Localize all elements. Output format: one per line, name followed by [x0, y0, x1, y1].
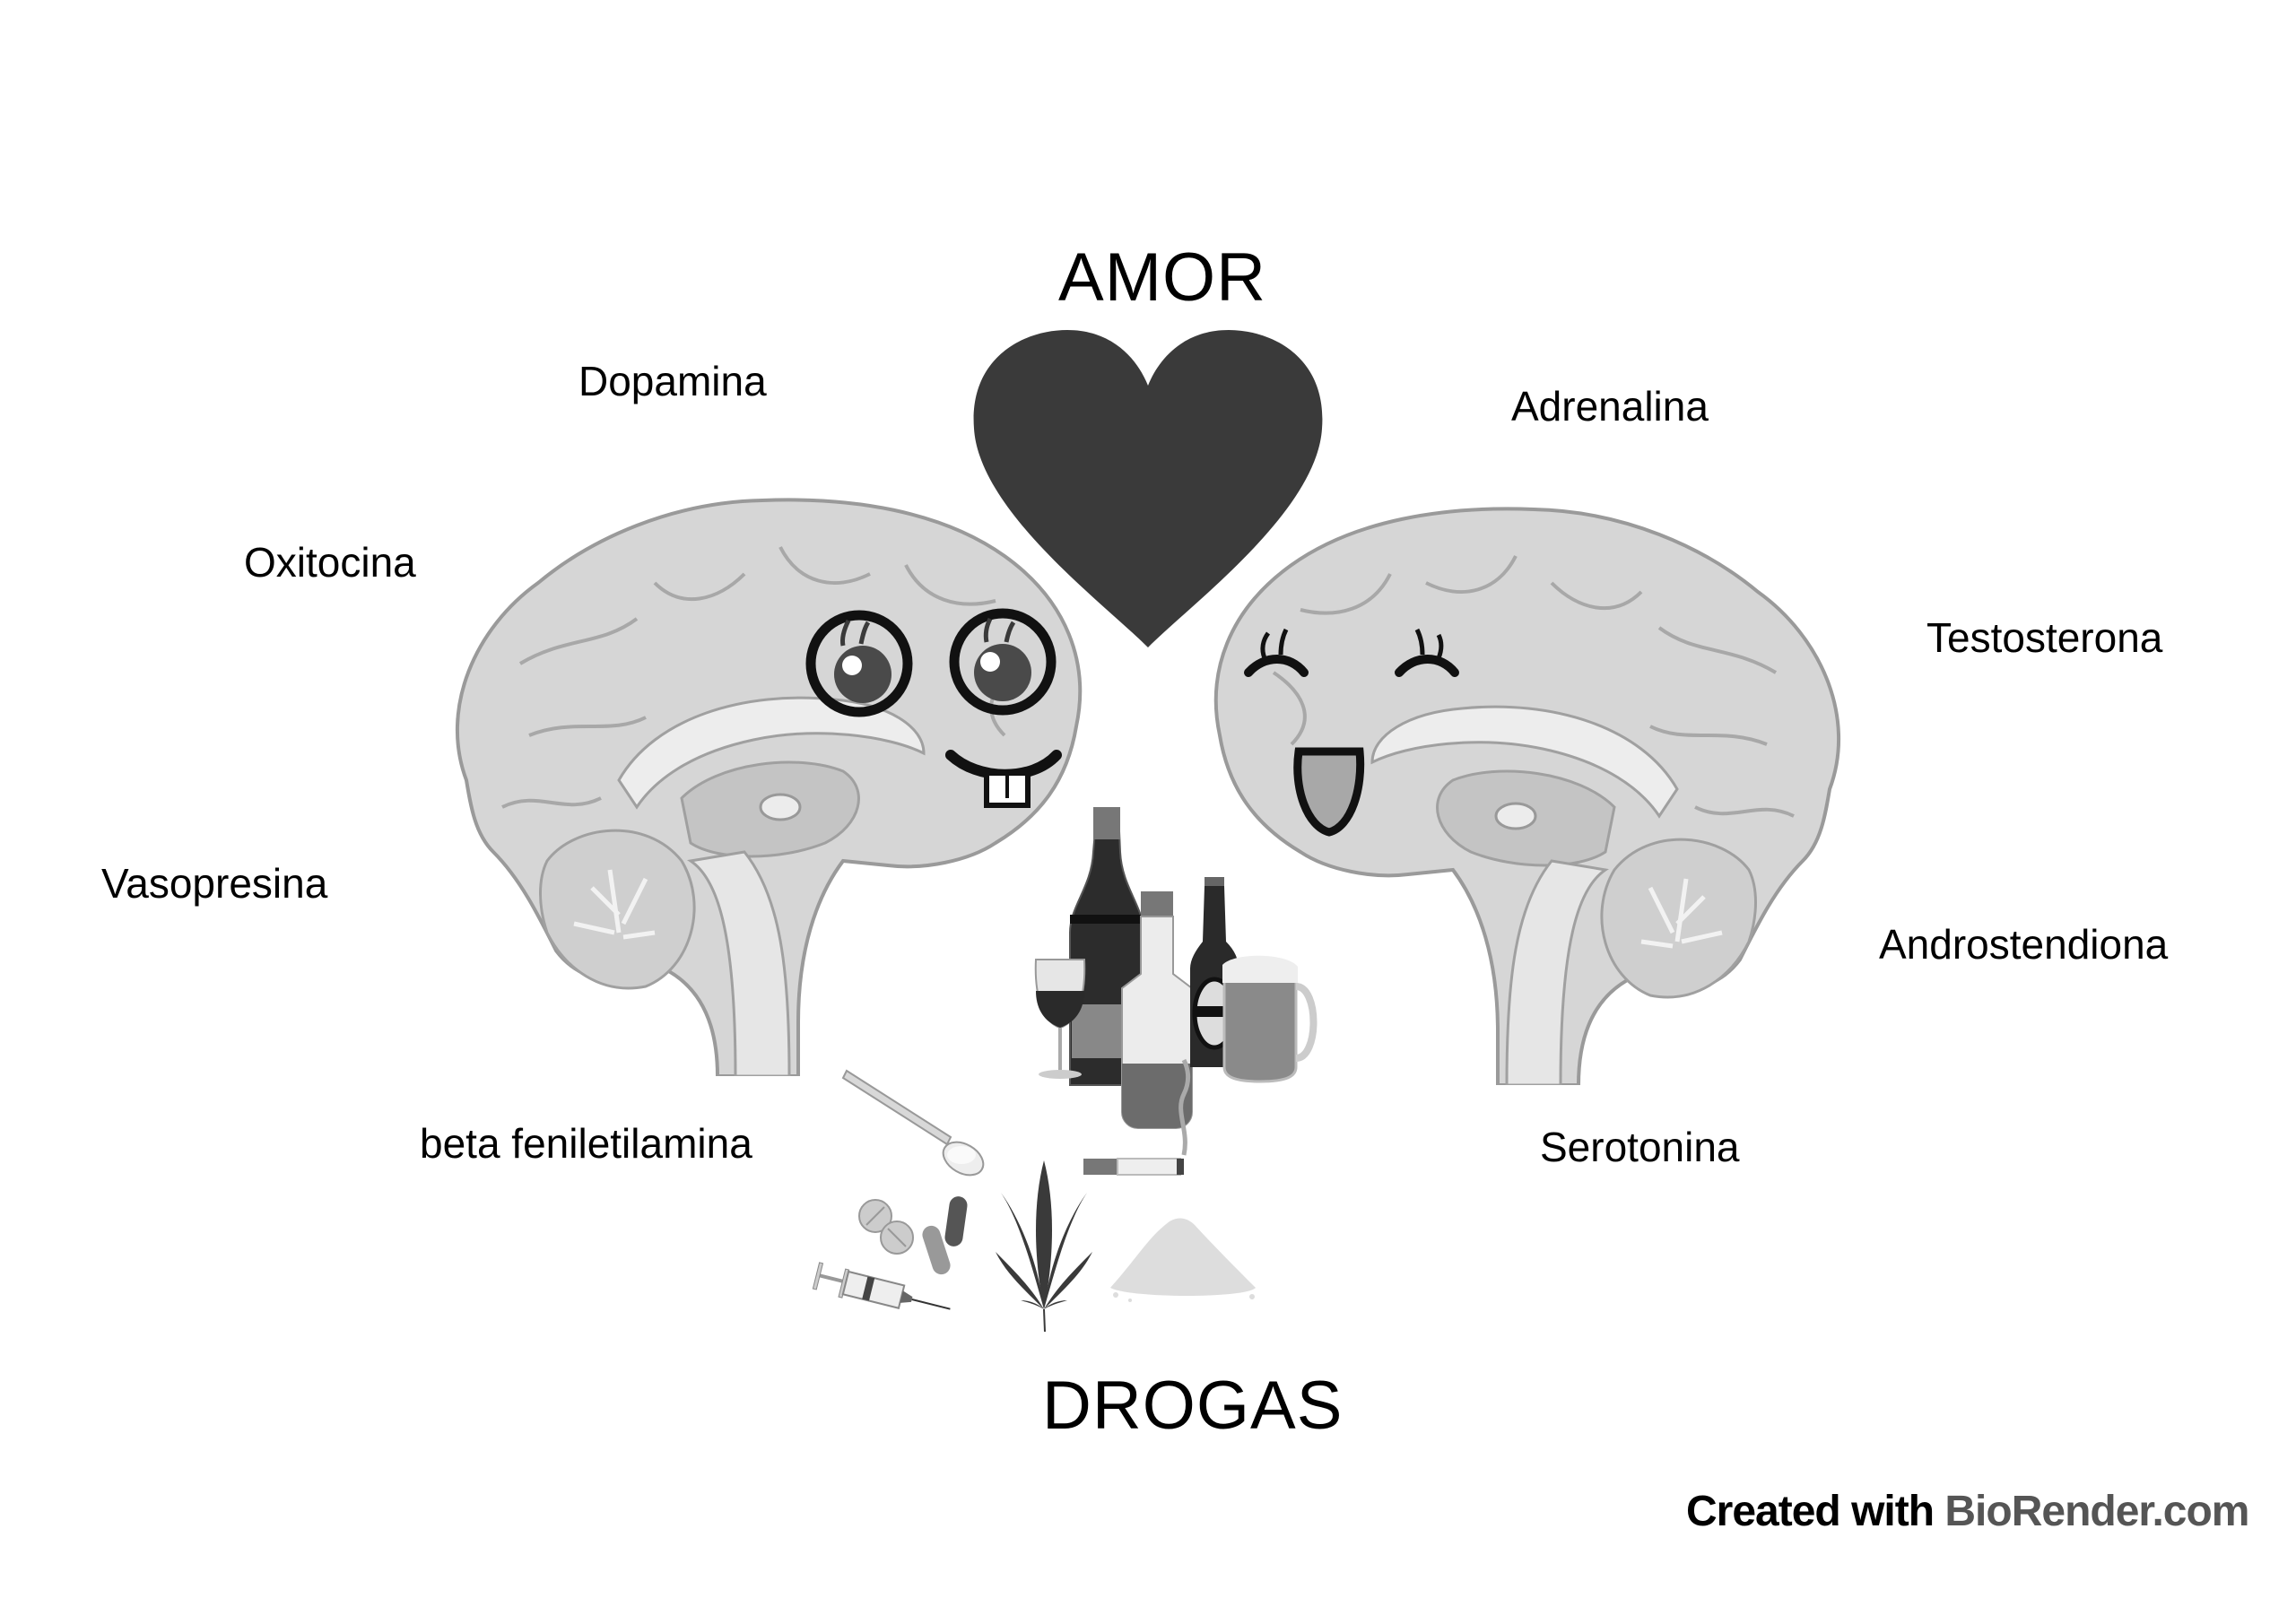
biorender-credit: Created with BioRender.com — [1686, 1488, 2249, 1535]
label-androstendiona: Androstendiona — [1879, 921, 2169, 968]
wine-glass — [1034, 959, 1086, 1079]
label-serotonina: Serotonina — [1540, 1124, 1740, 1170]
alcohol-group — [1034, 807, 1318, 1129]
label-vasopresina: Vasopresina — [101, 860, 328, 907]
title-drogas: DROGAS — [1042, 1368, 1344, 1444]
label-adrenalina: Adrenalina — [1511, 383, 1709, 430]
label-dopamina: Dopamina — [578, 358, 767, 404]
liquor-bottle — [1121, 891, 1193, 1129]
credit-brand: BioRender.com — [1944, 1488, 2249, 1535]
glasses-eyes — [805, 608, 1057, 717]
powder-pile-icon — [1110, 1218, 1256, 1302]
drugs-group — [812, 1058, 1256, 1333]
label-beta-feniletilamina: beta feniletilamina — [420, 1120, 752, 1167]
brain-shape — [1213, 507, 1841, 1085]
heart-icon — [973, 330, 1323, 647]
credit-prefix: Created with — [1686, 1488, 1935, 1535]
tongue-out-mouth — [1293, 747, 1365, 837]
left-brain-illustration — [455, 498, 1083, 1076]
syringe-icon — [812, 1262, 951, 1310]
right-brain-illustration — [1213, 507, 1841, 1085]
label-oxitocina: Oxitocina — [244, 539, 416, 586]
beer-mug — [1222, 955, 1318, 1083]
closed-eyes — [1244, 628, 1459, 677]
pills-icon — [858, 1199, 914, 1255]
capsules-icon — [922, 1196, 968, 1275]
cigarette-icon — [1083, 1058, 1191, 1176]
label-testosterona: Testosterona — [1926, 614, 2163, 661]
title-amor: AMOR — [1058, 239, 1266, 316]
buck-teeth-smile — [945, 750, 1062, 808]
brain-shape — [455, 498, 1083, 1076]
cannabis-leaf-icon — [996, 1160, 1092, 1333]
spoon-with-powder-icon — [841, 1069, 985, 1177]
